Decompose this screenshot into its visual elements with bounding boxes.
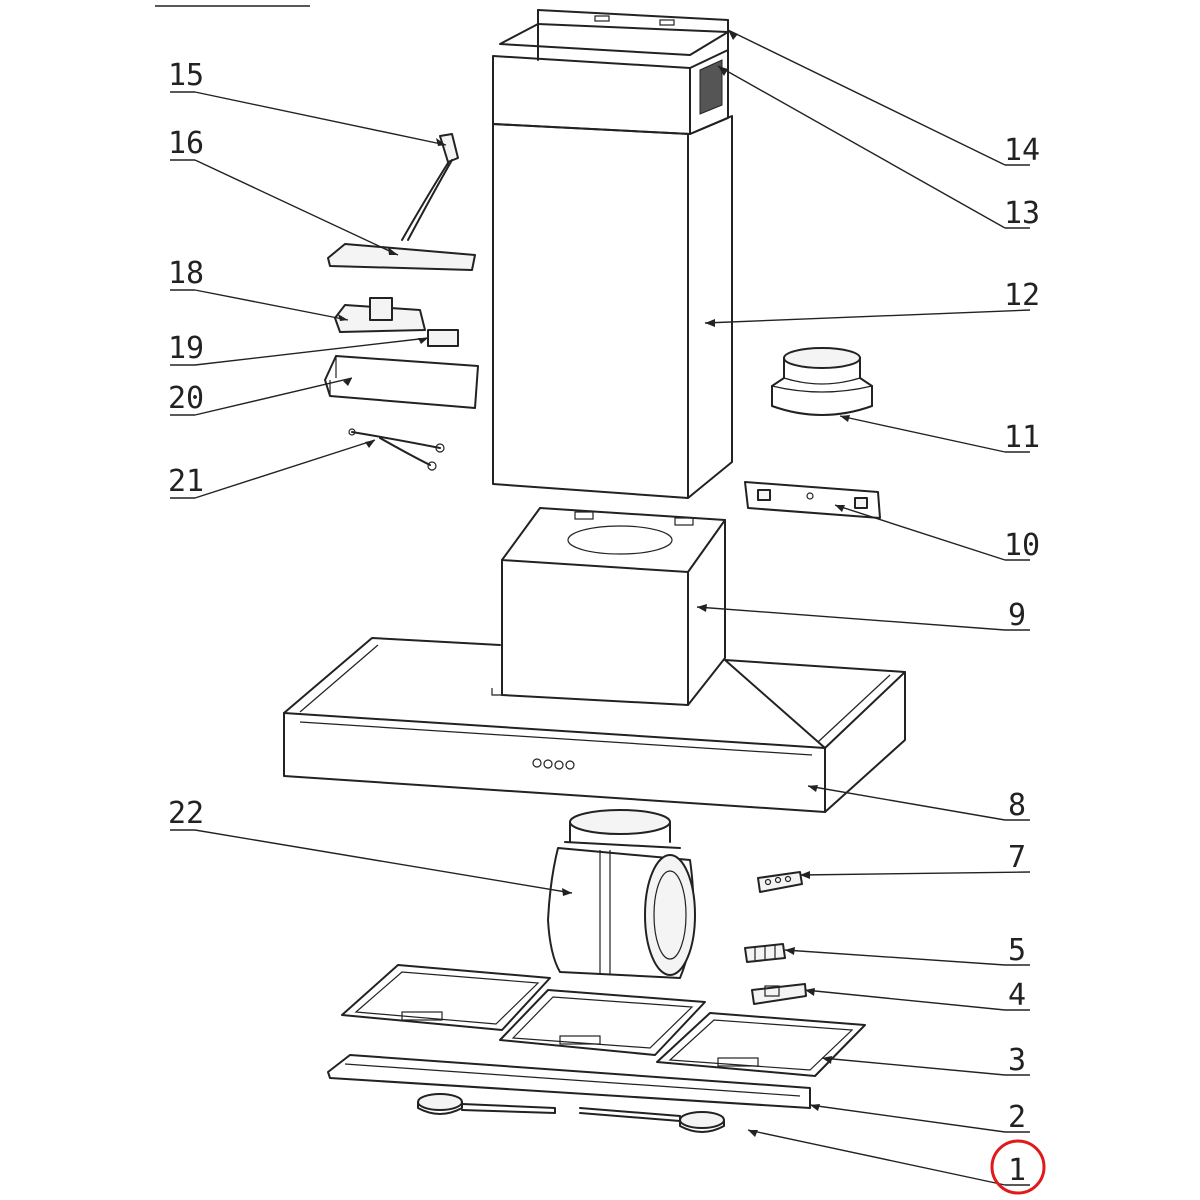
part-8-canopy <box>283 637 906 813</box>
callout-13: 13 <box>717 65 1040 231</box>
callout-14: 14 <box>727 29 1040 168</box>
label-15: 15 <box>168 58 204 93</box>
label-7: 7 <box>1008 840 1026 875</box>
part-12-lower-chimney <box>492 115 733 499</box>
callout-3: 3 <box>821 1043 1030 1078</box>
part-14-top-bracket <box>499 9 729 61</box>
callout-20: 20 <box>168 377 353 416</box>
callout-10: 10 <box>834 504 1040 563</box>
part-4-lamp-holder <box>751 983 807 1005</box>
part-16-cover-plate <box>327 243 476 271</box>
highlight-circle <box>990 1139 1046 1195</box>
callout-16: 16 <box>168 126 399 256</box>
label-4: 4 <box>1008 978 1026 1013</box>
label-1: 1 <box>1008 1153 1026 1188</box>
callout-21: 21 <box>168 439 376 499</box>
part-13-upper-chimney <box>492 49 729 135</box>
callout-2: 2 <box>809 1100 1030 1135</box>
callout-19: 19 <box>168 331 429 366</box>
label-9: 9 <box>1008 598 1026 633</box>
label-20: 20 <box>168 381 204 416</box>
callout-18: 18 <box>168 256 349 321</box>
label-16: 16 <box>168 126 204 161</box>
part-3-grease-filters <box>341 964 866 1077</box>
part-10-wall-bracket <box>744 481 881 519</box>
part-9-motor-housing <box>491 507 726 706</box>
callout-4: 4 <box>804 978 1030 1013</box>
part-19-capacitor <box>427 329 459 347</box>
label-3: 3 <box>1008 1043 1026 1078</box>
callout-7: 7 <box>799 840 1031 876</box>
label-14: 14 <box>1004 133 1040 168</box>
part-11-duct-adapter <box>771 347 873 416</box>
part-5-terminal-block <box>744 943 786 963</box>
callout-15: 15 <box>168 58 447 146</box>
label-22: 22 <box>168 796 204 831</box>
label-21: 21 <box>168 464 204 499</box>
label-12: 12 <box>1004 278 1040 313</box>
part-1-lamps <box>417 1093 725 1133</box>
callout-1[interactable]: 1 <box>747 1129 1046 1195</box>
callout-8: 8 <box>807 785 1030 823</box>
part-22-blower-motor <box>547 809 696 979</box>
label-2: 2 <box>1008 1100 1026 1135</box>
callout-11: 11 <box>839 415 1040 455</box>
callout-9: 9 <box>696 598 1030 633</box>
label-18: 18 <box>168 256 204 291</box>
part-7-switch-bracket <box>757 871 803 893</box>
callout-22: 22 <box>168 796 573 894</box>
label-10: 10 <box>1004 528 1040 563</box>
callout-12: 12 <box>704 278 1040 324</box>
arrowheads <box>338 30 850 1137</box>
label-8: 8 <box>1008 788 1026 823</box>
part-15-power-plug <box>401 133 459 241</box>
label-19: 19 <box>168 331 204 366</box>
part-18-pcb-board <box>334 297 426 333</box>
label-11: 11 <box>1004 420 1040 455</box>
label-5: 5 <box>1008 933 1026 968</box>
callout-5: 5 <box>784 933 1030 968</box>
part-2-filter-rail <box>327 1054 811 1109</box>
label-13: 13 <box>1004 196 1040 231</box>
part-21-wire-harness <box>348 428 445 471</box>
